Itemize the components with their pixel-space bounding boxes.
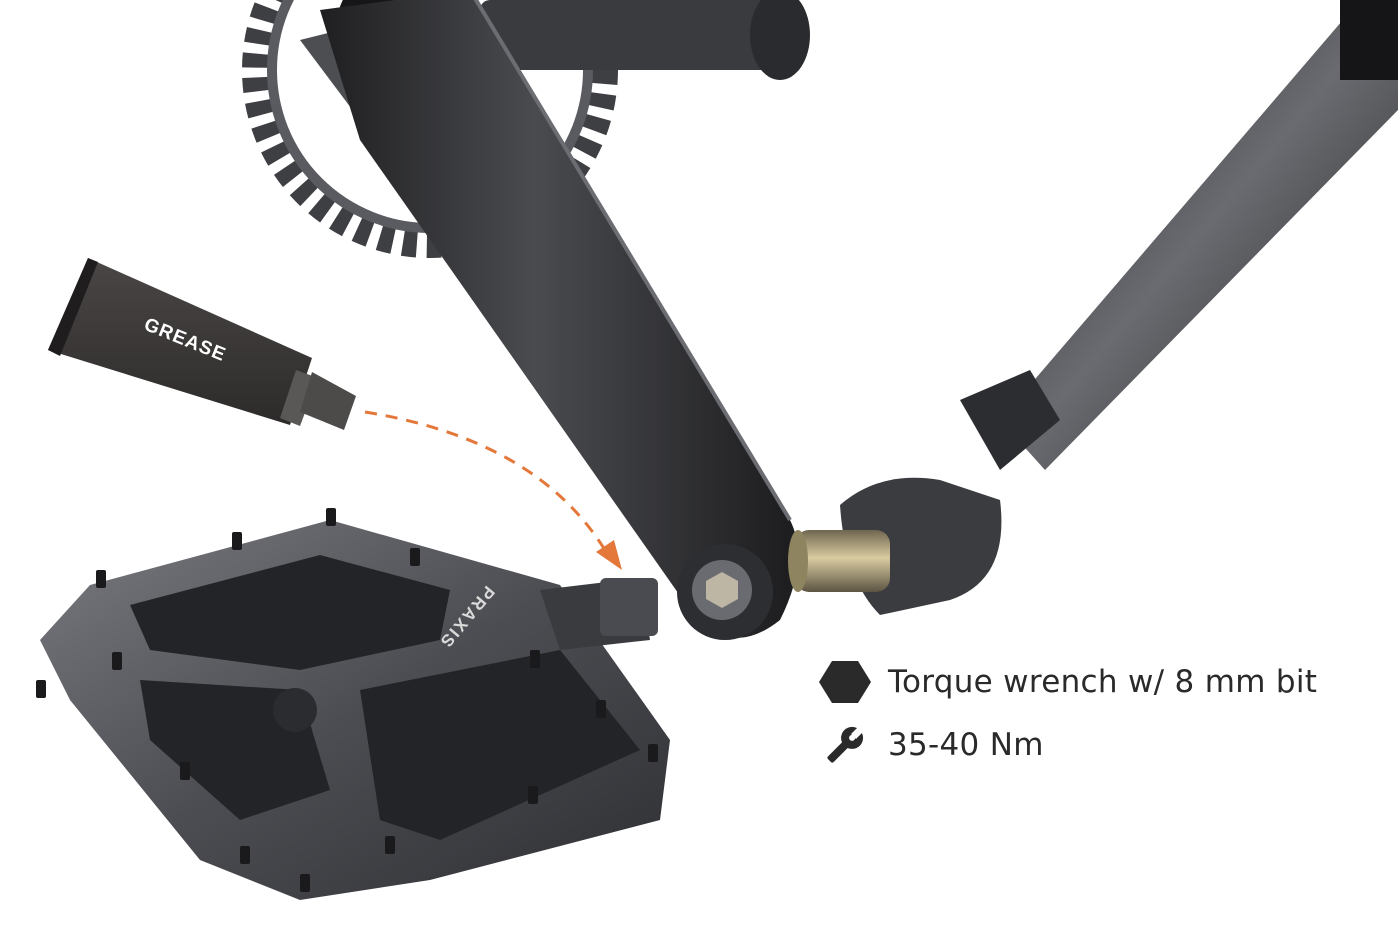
torque-wrench (788, 0, 1398, 615)
crank-arm (320, 0, 798, 640)
grease-tube: GREASE (48, 258, 356, 430)
wrench-icon (818, 722, 872, 768)
spec-torque-text: 35-40 Nm (888, 727, 1044, 763)
spec-tool-text: Torque wrench w/ 8 mm bit (888, 664, 1318, 700)
hex-icon (818, 659, 872, 705)
spec-tool: Torque wrench w/ 8 mm bit (818, 659, 1317, 705)
spec-torque: 35-40 Nm (818, 722, 1044, 768)
flat-pedal: PRAXIS (36, 508, 670, 900)
grease-application-arrow (364, 410, 622, 570)
